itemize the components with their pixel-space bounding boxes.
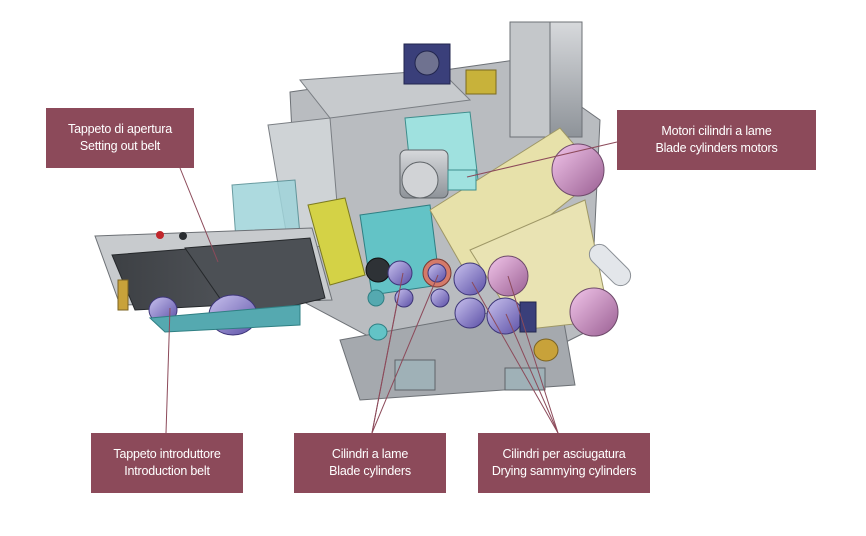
- label-setting-out-belt: Tappeto di apertura Setting out belt: [46, 108, 194, 168]
- label-blade-cylinders-motors: Motori cilindri a lame Blade cylinders m…: [617, 110, 816, 170]
- label-drying-cylinders-en: Drying sammying cylinders: [491, 464, 637, 478]
- top-motor: [403, 43, 497, 95]
- blade-cylinders-group: [365, 257, 452, 341]
- leader-blade-cylinders-2: [371, 297, 399, 434]
- label-drying-cylinders-it: Cilindri per asciugatura: [502, 447, 626, 461]
- label-setting-out-belt-en: Setting out belt: [79, 139, 161, 153]
- label-setting-out-belt-it: Tappeto di apertura: [68, 122, 172, 136]
- leader-lines: [165, 141, 618, 434]
- label-blade-cylinders-en: Blade cylinders: [329, 464, 411, 478]
- label-introduction-belt-it: Tappeto introduttore: [113, 447, 221, 461]
- label-drying-cylinders: Cilindri per asciugatura Drying sammying…: [478, 433, 650, 493]
- label-introduction-belt: Tappeto introduttore Introduction belt: [91, 433, 243, 493]
- label-blade-cylinders-motors-it: Motori cilindri a lame: [661, 124, 772, 138]
- belts: [94, 227, 333, 336]
- label-blade-cylinders-it: Cilindri a lame: [331, 447, 409, 461]
- leader-blade-cylinders-motors: [466, 141, 618, 178]
- leader-drying-cylinders-1: [507, 275, 559, 434]
- drying-cylinders-group: [453, 255, 537, 335]
- teal-guards: [231, 111, 479, 296]
- leader-setting-out-belt: [179, 167, 219, 263]
- leader-drying-cylinders-2: [471, 281, 559, 434]
- label-introduction-belt-en: Introduction belt: [124, 464, 210, 478]
- leader-drying-cylinders-3: [505, 313, 559, 434]
- blade-motor-unit: [399, 149, 477, 199]
- label-blade-cylinders: Cilindri a lame Blade cylinders: [294, 433, 446, 493]
- leader-blade-cylinders-3: [371, 274, 439, 434]
- yellow-frame: [307, 197, 366, 286]
- label-blade-cylinders-motors-en: Blade cylinders motors: [655, 141, 778, 155]
- leader-introduction-belt: [165, 307, 171, 434]
